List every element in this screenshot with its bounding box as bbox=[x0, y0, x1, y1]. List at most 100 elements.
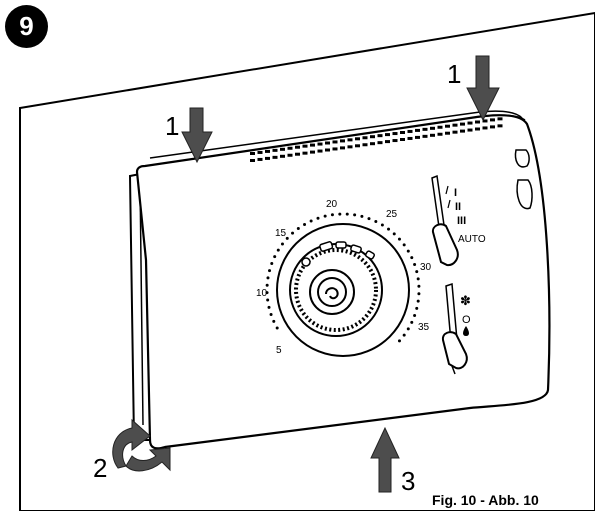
dial-dot bbox=[338, 212, 342, 216]
vent-slot bbox=[250, 152, 255, 155]
vent-slot bbox=[482, 126, 488, 130]
arrow-top-right bbox=[466, 55, 500, 122]
dial-dot bbox=[267, 305, 271, 309]
dial-dot bbox=[265, 291, 269, 295]
vent-slot bbox=[490, 118, 495, 122]
dial-label-10: 10 bbox=[256, 288, 268, 299]
vent-slot bbox=[332, 147, 338, 151]
dial-dot bbox=[273, 255, 277, 259]
dial-dot bbox=[416, 277, 420, 281]
vent-slot bbox=[392, 132, 398, 136]
vent-slot bbox=[415, 135, 420, 139]
dial-label-35: 35 bbox=[418, 322, 430, 333]
vent-slot bbox=[437, 132, 443, 136]
figure-number-badge: 9 bbox=[5, 5, 48, 48]
vent-slot bbox=[362, 136, 368, 140]
mode-switch-label-3: III bbox=[457, 215, 466, 227]
vent-slot bbox=[467, 128, 473, 132]
rotate-arrow-icon bbox=[112, 418, 171, 472]
dial-dot bbox=[410, 256, 414, 260]
dial-dot bbox=[415, 270, 419, 274]
vent-slot bbox=[310, 150, 315, 154]
vent-slot bbox=[272, 155, 278, 159]
dial-dot bbox=[417, 292, 421, 296]
dial-dot bbox=[413, 263, 417, 267]
dial-dot bbox=[266, 276, 270, 280]
vent-slot bbox=[302, 151, 308, 155]
dial-dot bbox=[270, 262, 274, 266]
dial-dot bbox=[291, 231, 295, 235]
dial-label-5: 5 bbox=[276, 345, 282, 356]
dial-dot bbox=[397, 339, 401, 343]
vent-slot bbox=[422, 127, 428, 131]
vent-slot bbox=[317, 149, 323, 153]
arrow-top-left bbox=[181, 107, 213, 164]
dial-dot bbox=[387, 227, 391, 231]
dial-dot bbox=[406, 249, 410, 253]
vent-slot bbox=[362, 143, 368, 147]
dial-dot bbox=[323, 214, 327, 218]
mode-switch-label-2: II bbox=[455, 201, 461, 213]
dial-dot bbox=[380, 223, 384, 227]
callout-1-left: 1 bbox=[165, 111, 179, 141]
callout-2: 2 bbox=[93, 453, 107, 483]
vent-slot bbox=[467, 121, 473, 125]
vent-slot bbox=[400, 138, 405, 141]
vent-slot bbox=[295, 145, 300, 149]
dial-dot bbox=[415, 306, 419, 310]
dial-dot bbox=[276, 248, 280, 252]
vent-slot bbox=[280, 154, 285, 158]
vent-slot bbox=[287, 153, 293, 157]
dial-dot bbox=[345, 212, 349, 216]
dial-dot bbox=[330, 213, 334, 217]
vent-slot bbox=[407, 129, 413, 133]
vent-slot bbox=[460, 122, 465, 126]
season-switch-lever[interactable] bbox=[441, 331, 468, 370]
snowflake-icon: ✽ bbox=[460, 293, 471, 308]
dial-dot bbox=[402, 243, 406, 247]
vent-slot bbox=[370, 135, 375, 139]
mode-switch-lever[interactable] bbox=[431, 223, 459, 267]
vent-slot bbox=[287, 146, 293, 150]
vent-slot bbox=[377, 141, 383, 145]
mode-switch-label-auto: AUTO bbox=[458, 234, 486, 245]
dial-dot bbox=[296, 227, 300, 231]
dial-dot bbox=[353, 213, 357, 217]
dial-dot bbox=[266, 298, 270, 302]
dial-dot bbox=[268, 269, 272, 273]
dial-dot bbox=[272, 319, 276, 323]
vent-slot bbox=[497, 117, 503, 121]
callout-3: 3 bbox=[401, 466, 415, 496]
vent-slot bbox=[250, 159, 255, 162]
vent-slot bbox=[257, 150, 263, 154]
vent-slot bbox=[385, 140, 390, 144]
vent-slot bbox=[340, 139, 345, 143]
vent-slot bbox=[272, 148, 278, 152]
vent-slot bbox=[302, 144, 308, 148]
dial-dot bbox=[402, 333, 406, 337]
vent-slot bbox=[460, 129, 465, 133]
vent-slot bbox=[340, 146, 345, 150]
dial-dot bbox=[413, 313, 417, 317]
vent-slot bbox=[280, 147, 285, 151]
dial-dot bbox=[269, 312, 273, 316]
vent-slot bbox=[295, 152, 300, 156]
figure-caption: Fig. 10 - Abb. 10 bbox=[432, 492, 539, 508]
vent-slot bbox=[445, 124, 450, 128]
dial-dot bbox=[360, 214, 364, 218]
arrow-bottom bbox=[370, 426, 400, 493]
dial-dot bbox=[303, 222, 307, 226]
vent-slot bbox=[325, 148, 330, 152]
water-drop-icon bbox=[463, 326, 469, 336]
dial-dot bbox=[374, 219, 378, 223]
vent-slot bbox=[422, 134, 428, 138]
dial-dot bbox=[285, 236, 289, 240]
vent-slot bbox=[437, 125, 443, 129]
vent-slot bbox=[430, 126, 435, 130]
vent-slot bbox=[385, 133, 390, 137]
vent-slot bbox=[400, 131, 405, 134]
dial-dot bbox=[275, 326, 279, 330]
vent-grille bbox=[250, 117, 503, 162]
vent-slot bbox=[265, 149, 270, 153]
